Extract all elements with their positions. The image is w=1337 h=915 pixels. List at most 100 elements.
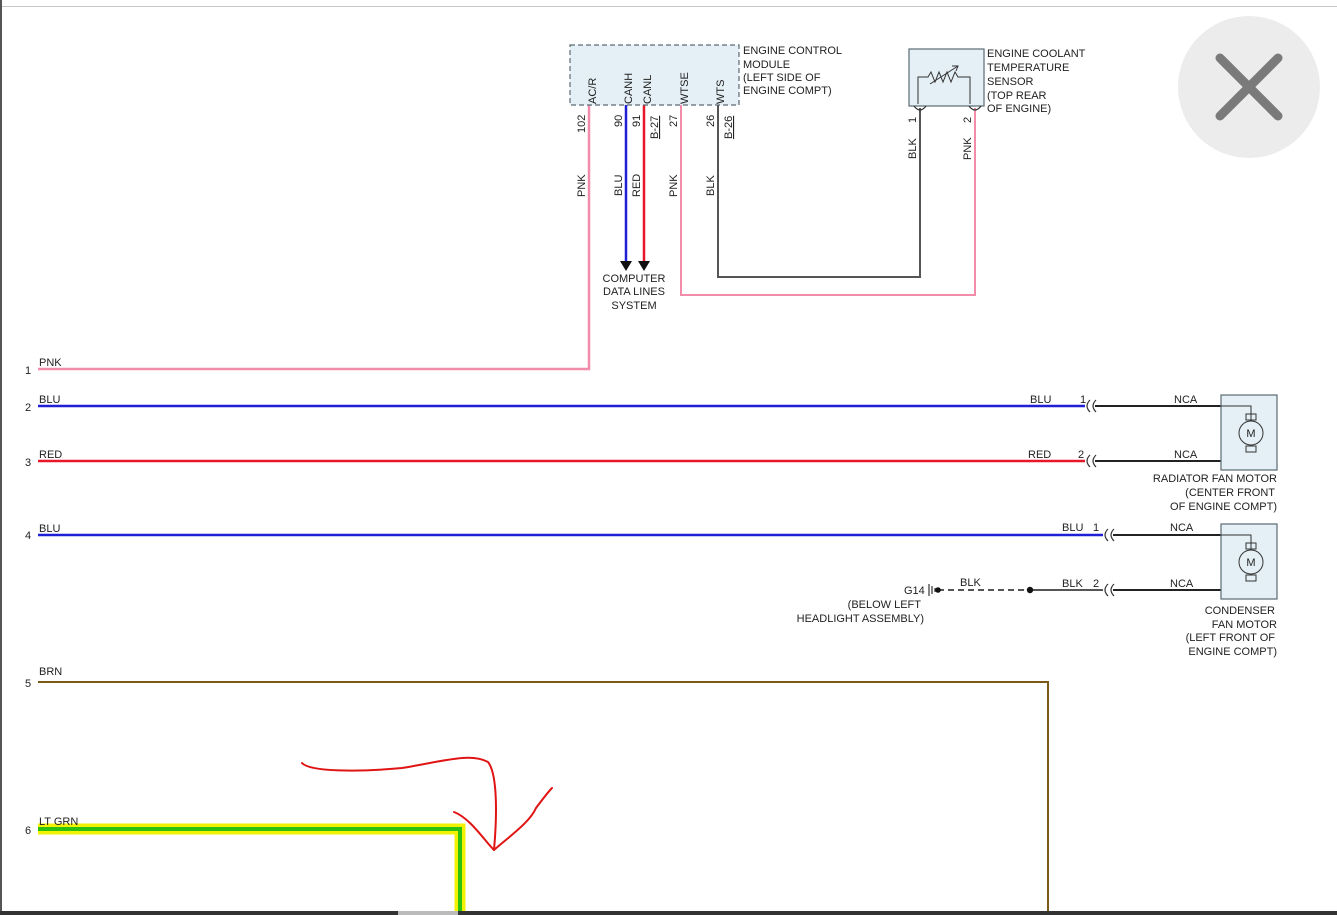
- wire-pnk-acr: [38, 105, 591, 371]
- ecm-pin-number-27: 27: [668, 115, 680, 127]
- rad-motor-brush-bottom: [1245, 445, 1257, 453]
- cond-connector-1: [1104, 528, 1115, 542]
- sensor-pin-1-connector: [913, 105, 927, 111]
- ecm-pin-name-acr: AC/R: [587, 78, 599, 104]
- cond-connector-2: [1104, 583, 1115, 597]
- ground-g14: G14 BLK (BELOW LEFT HEADLIGHT ASSEMBLY): [797, 577, 1034, 625]
- ground-id: G14: [904, 585, 925, 597]
- ecm-pin-name-wtse: WTSE: [679, 72, 691, 104]
- rad-wire-in-label-2: RED: [1028, 449, 1051, 461]
- ground-wire-label-blk: BLK: [960, 577, 981, 589]
- left-wire-color-4: BLU: [39, 523, 60, 535]
- left-wire-color-6: LT GRN: [39, 816, 78, 828]
- left-wire-number-3: 3: [25, 457, 31, 469]
- sensor-label-line-1: ENGINE COOLANT: [987, 48, 1086, 60]
- cond-pin-number-2: 2: [1093, 578, 1099, 590]
- left-wire-color-5: BRN: [39, 666, 62, 678]
- ecm-wire-label-blk: BLK: [705, 175, 717, 196]
- sensor-pin-number-2: 2: [962, 117, 974, 123]
- rad-pin-number-2: 2: [1078, 449, 1084, 461]
- left-wire-color-2: BLU: [39, 394, 60, 406]
- sensor-wire-label-blk: BLK: [907, 138, 919, 159]
- engine-coolant-temperature-sensor: ENGINE COOLANT TEMPERATURE SENSOR (TOP R…: [907, 48, 1086, 160]
- thermistor-arrow: [929, 65, 959, 85]
- rad-wire-in-label-1: BLU: [1030, 394, 1051, 406]
- ground-splice-dot-left: [935, 587, 941, 593]
- rad-connector-1: [1086, 399, 1097, 413]
- data-lines-label-3: SYSTEM: [611, 300, 656, 312]
- arrow-down-icon: [620, 261, 632, 271]
- wire-ltgrn-6: [38, 827, 462, 911]
- rad-label-line-2: (CENTER FRONT: [1185, 487, 1275, 499]
- arrow-down-icon: [638, 261, 650, 271]
- ecm-pin-name-canl: CANL: [642, 75, 654, 104]
- thermistor-arrow-head: [952, 65, 959, 72]
- sensor-wire-label-pnk: PNK: [962, 137, 974, 160]
- ecm-wire-label-red: RED: [631, 174, 643, 197]
- close-button[interactable]: [1178, 16, 1320, 158]
- ground-label-line-1: (BELOW LEFT: [848, 599, 922, 611]
- thermistor-icon: [917, 70, 971, 104]
- ecm-connector-b26: B-26: [723, 116, 735, 139]
- ecm-wire-label-blu: BLU: [613, 175, 625, 196]
- data-lines-arrows: COMPUTER DATA LINES SYSTEM: [603, 261, 666, 312]
- data-lines-label-2: DATA LINES: [603, 286, 665, 298]
- cond-label-line-2: FAN MOTOR: [1212, 619, 1277, 631]
- wire-blk-wts: [717, 105, 921, 278]
- rad-motor-leads: [1221, 405, 1252, 420]
- ecm-box: [569, 44, 740, 106]
- sensor-pin-number-1: 1: [907, 117, 919, 123]
- red-annotation-arrow: [301, 756, 553, 851]
- rad-connector-2: [1086, 454, 1097, 468]
- cond-wire-out-label-1: NCA: [1170, 522, 1194, 534]
- ecm-pin-number-90: 90: [613, 115, 625, 127]
- cond-motor-brush-bottom: [1245, 574, 1257, 582]
- left-wire-number-2: 2: [25, 402, 31, 414]
- ecm-label-line-3: (LEFT SIDE OF: [743, 72, 821, 84]
- engine-control-module: ENGINE CONTROL MODULE (LEFT SIDE OF ENGI…: [569, 44, 842, 197]
- wire-pnk-wtse: [680, 105, 976, 296]
- bottom-border-segment: [398, 911, 458, 915]
- left-wire-number-4: 4: [25, 530, 31, 542]
- left-wire-color-1: PNK: [39, 357, 62, 369]
- ecm-pin-number-102: 102: [576, 115, 588, 133]
- ecm-label-line-4: ENGINE COMPT): [743, 85, 832, 97]
- rad-label-line-3: OF ENGINE COMPT): [1170, 501, 1277, 513]
- radiator-fan-motor: BLU 1 NCA RED 2 NCA M RADIATOR FAN MOTOR…: [1028, 394, 1278, 513]
- sensor-label-line-3: SENSOR: [987, 76, 1034, 88]
- ecm-connector-b27: B-27: [649, 116, 661, 139]
- sensor-pin-2-connector: [968, 105, 982, 111]
- ground-label-line-2: HEADLIGHT ASSEMBLY): [797, 613, 924, 625]
- cond-motor-icon: [1238, 549, 1264, 575]
- ecm-wire-label-pnk: PNK: [576, 174, 588, 197]
- ecm-wire-label-pnk-2: PNK: [668, 174, 680, 197]
- close-x-icon: [1215, 53, 1283, 121]
- rad-motor-icon: [1238, 420, 1264, 446]
- left-wire-color-3: RED: [39, 449, 62, 461]
- left-wire-number-5: 5: [25, 678, 31, 690]
- sensor-label-line-5: OF ENGINE): [987, 103, 1051, 115]
- rad-motor-symbol: M: [1246, 428, 1255, 440]
- cond-label-line-1: CONDENSER: [1205, 605, 1275, 617]
- wire-ltgrn-6-highlight: [38, 823, 466, 911]
- rad-motor-brush-top: [1245, 413, 1257, 421]
- cond-motor-brush-top: [1245, 542, 1257, 550]
- ecm-pin-number-26: 26: [705, 115, 717, 127]
- rad-wire-out-label-1: NCA: [1174, 394, 1198, 406]
- condenser-fan-motor: BLU 1 NCA BLK 2 NCA M CONDENSER FAN MOTO…: [1062, 522, 1278, 658]
- cond-motor-leads: [1221, 534, 1252, 549]
- left-border: [0, 0, 2, 915]
- sensor-label-line-2: TEMPERATURE: [987, 62, 1069, 74]
- rad-pin-number-1: 1: [1080, 394, 1086, 406]
- data-lines-label-1: COMPUTER: [603, 273, 666, 285]
- left-wire-number-6: 6: [25, 825, 31, 837]
- sensor-label-line-4: (TOP REAR: [987, 90, 1047, 102]
- cond-label-line-3: (LEFT FRONT OF: [1186, 632, 1276, 644]
- rad-wire-out-label-2: NCA: [1174, 449, 1198, 461]
- ground-splice-dot-right: [1026, 586, 1034, 594]
- ecm-pin-number-91: 91: [631, 115, 643, 127]
- bottom-border: [0, 911, 1337, 915]
- ecm-pin-name-canh: CANH: [623, 73, 635, 104]
- wires: [38, 105, 1221, 911]
